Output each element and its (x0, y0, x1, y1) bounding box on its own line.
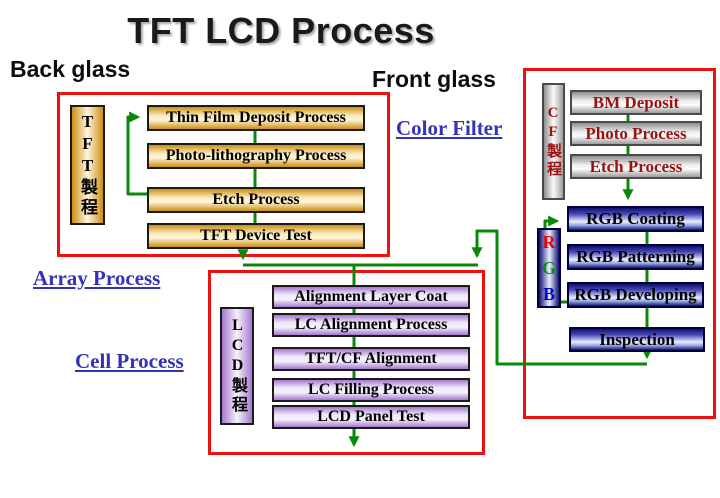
step-etch-process-tft: Etch Process (147, 187, 365, 213)
step-photo-lithography: Photo-lithography Process (147, 143, 365, 169)
color-filter-link[interactable]: Color Filter (396, 116, 503, 140)
step-bm-deposit: BM Deposit (570, 90, 702, 115)
step-etch-process-cf: Etch Process (570, 154, 702, 179)
lcd-cell-frame (208, 270, 485, 455)
cell-process-link[interactable]: Cell Process (75, 349, 184, 373)
rgb-letter-g: G (541, 257, 556, 278)
step-inspection: Inspection (569, 327, 705, 352)
lcd-side-label: LCD製程 (220, 307, 254, 425)
slide-title: TFT LCD Process (127, 10, 435, 51)
tft-array-frame (57, 92, 390, 257)
cf-side-label: CF製程 (542, 83, 565, 200)
lcd-side-label-text: LCD製程 (229, 317, 246, 415)
tft-side-label: TFT製程 (70, 105, 105, 225)
step-thin-film-deposit: Thin Film Deposit Process (147, 105, 365, 131)
rgb-side-label-text: R G B (542, 229, 556, 307)
rgb-letter-r: R (542, 231, 556, 252)
step-tft-device-test: TFT Device Test (147, 223, 365, 249)
tft-side-label-text: TFT製程 (78, 112, 97, 218)
color-filter-frame (523, 68, 716, 419)
cf-side-label-text: CF製程 (545, 104, 561, 179)
step-rgb-patterning: RGB Patterning (567, 244, 704, 270)
array-process-link[interactable]: Array Process (33, 266, 161, 290)
rgb-letter-b: B (542, 284, 555, 305)
step-tft-cf-alignment: TFT/CF Alignment (272, 347, 470, 371)
arrow-tft-loop (126, 111, 147, 196)
arrow-cf-return (471, 229, 647, 366)
step-photo-process: Photo Process (570, 121, 702, 146)
step-rgb-coating: RGB Coating (567, 206, 704, 232)
front-glass-heading: Front glass (372, 66, 496, 92)
step-lc-filling-process: LC Filling Process (272, 378, 470, 402)
step-lc-alignment-process: LC Alignment Process (272, 313, 470, 337)
back-glass-heading: Back glass (10, 56, 131, 82)
step-lcd-panel-test: LCD Panel Test (272, 405, 470, 429)
rgb-side-label: R G B (537, 228, 561, 308)
step-alignment-layer-coat: Alignment Layer Coat (272, 285, 470, 309)
step-rgb-developing: RGB Developing (567, 282, 704, 308)
